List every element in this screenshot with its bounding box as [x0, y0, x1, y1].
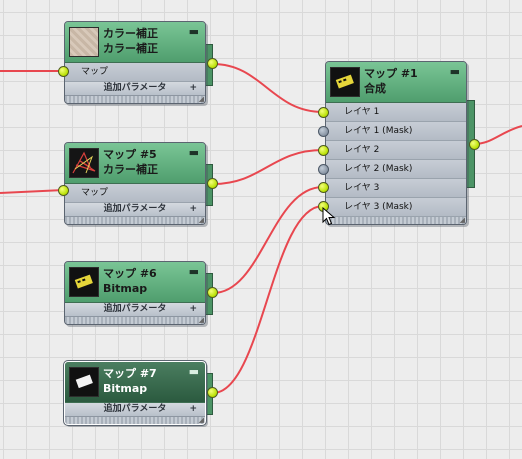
wire-cc-to-layer1 — [212, 63, 324, 113]
collapse-icon[interactable]: ▬ — [449, 65, 460, 78]
input-port-layer1[interactable] — [318, 107, 329, 118]
collapse-icon[interactable]: ▬ — [188, 146, 199, 159]
node-header[interactable]: マップ #1 合成 ▬ — [326, 62, 466, 103]
bitmap-thumbnail — [75, 374, 93, 389]
thumbnail-icon — [69, 267, 99, 297]
input-port-layer2[interactable] — [318, 145, 329, 156]
wire-map5-to-layer2 — [212, 149, 324, 185]
resize-grip-icon[interactable]: ◢ — [198, 416, 204, 424]
wire-in-map5 — [0, 189, 65, 194]
extra-params-rollout[interactable]: 追加パラメータ+ — [65, 303, 205, 317]
input-port-layer1-mask[interactable] — [318, 126, 329, 137]
expand-plus-icon[interactable]: + — [189, 204, 197, 214]
node-footer: ◢ — [65, 317, 205, 324]
input-port-layer3[interactable] — [318, 182, 329, 193]
resize-grip-icon[interactable]: ◢ — [198, 216, 204, 224]
layer-slot[interactable]: レイヤ 1 — [326, 103, 466, 122]
collapse-icon[interactable]: ▬ — [188, 25, 199, 38]
composite-thumbnail — [335, 74, 354, 89]
collapse-icon[interactable]: ▬ — [188, 365, 199, 378]
node-header[interactable]: マップ #7 Bitmap ▬ — [65, 362, 205, 403]
node-footer: ◢ — [326, 217, 466, 224]
node-title: マップ #5 カラー補正 — [103, 148, 158, 176]
node-map1-composite[interactable]: マップ #1 合成 ▬ レイヤ 1 レイヤ 1 (Mask) レイヤ 2 レイヤ… — [325, 61, 467, 225]
expand-plus-icon[interactable]: + — [189, 404, 197, 414]
resize-grip-icon[interactable]: ◢ — [198, 95, 204, 103]
input-port-layer2-mask[interactable] — [318, 164, 329, 175]
layer-slot[interactable]: レイヤ 1 (Mask) — [326, 122, 466, 141]
node-footer: ◢ — [65, 96, 205, 103]
expand-plus-icon[interactable]: + — [189, 83, 197, 93]
collapse-icon[interactable]: ▬ — [188, 265, 199, 278]
input-port-map[interactable] — [58, 185, 69, 196]
wire-out-map1 — [473, 125, 522, 145]
node-footer: ◢ — [65, 417, 205, 424]
extra-params-rollout[interactable]: 追加パラメータ+ — [65, 203, 205, 217]
node-color-correct[interactable]: カラー補正 カラー補正 ▬ マップ 追加パラメータ+ ◢ — [64, 21, 206, 104]
node-title: マップ #1 合成 — [364, 67, 418, 95]
output-port[interactable] — [207, 178, 218, 189]
extra-params-rollout[interactable]: 追加パラメータ+ — [65, 403, 205, 417]
layer-slot[interactable]: レイヤ 3 (Mask) — [326, 198, 466, 217]
node-map6[interactable]: マップ #6 Bitmap ▬ 追加パラメータ+ ◢ — [64, 261, 206, 325]
map-slot[interactable]: マップ — [65, 63, 205, 82]
thumbnail-icon — [69, 27, 99, 57]
node-footer: ◢ — [65, 217, 205, 224]
wire-map6-to-layer3 — [212, 186, 324, 294]
resize-grip-icon[interactable]: ◢ — [198, 316, 204, 324]
node-header[interactable]: マップ #5 カラー補正 ▬ — [65, 143, 205, 184]
thumbnail-icon — [330, 67, 360, 97]
input-port-map[interactable] — [58, 66, 69, 77]
thumbnail-icon — [69, 367, 99, 397]
map-slot[interactable]: マップ — [65, 184, 205, 203]
node-map5[interactable]: マップ #5 カラー補正 ▬ マップ 追加パラメータ+ ◢ — [64, 142, 206, 225]
node-header[interactable]: カラー補正 カラー補正 ▬ — [65, 22, 205, 63]
extra-params-rollout[interactable]: 追加パラメータ+ — [65, 82, 205, 96]
expand-plus-icon[interactable]: + — [189, 304, 197, 314]
node-map7[interactable]: マップ #7 Bitmap ▬ 追加パラメータ+ ◢ — [63, 360, 207, 426]
node-title: マップ #7 Bitmap — [103, 367, 157, 395]
node-header[interactable]: マップ #6 Bitmap ▬ — [65, 262, 205, 303]
sparkle-thumbnail — [72, 151, 96, 174]
output-port[interactable] — [207, 58, 218, 69]
node-title: カラー補正 カラー補正 — [103, 27, 158, 55]
mouse-cursor-icon — [322, 207, 336, 226]
thumbnail-icon — [69, 148, 99, 178]
node-title: マップ #6 Bitmap — [103, 267, 157, 295]
output-port[interactable] — [207, 387, 218, 398]
bitmap-thumbnail — [74, 274, 93, 289]
resize-grip-icon[interactable]: ◢ — [459, 216, 465, 224]
layer-slot[interactable]: レイヤ 2 — [326, 141, 466, 160]
wire-map7-to-layer3-mask — [212, 205, 324, 394]
layer-slot[interactable]: レイヤ 2 (Mask) — [326, 160, 466, 179]
output-port[interactable] — [207, 287, 218, 298]
layer-slot[interactable]: レイヤ 3 — [326, 179, 466, 198]
output-port[interactable] — [469, 139, 480, 150]
